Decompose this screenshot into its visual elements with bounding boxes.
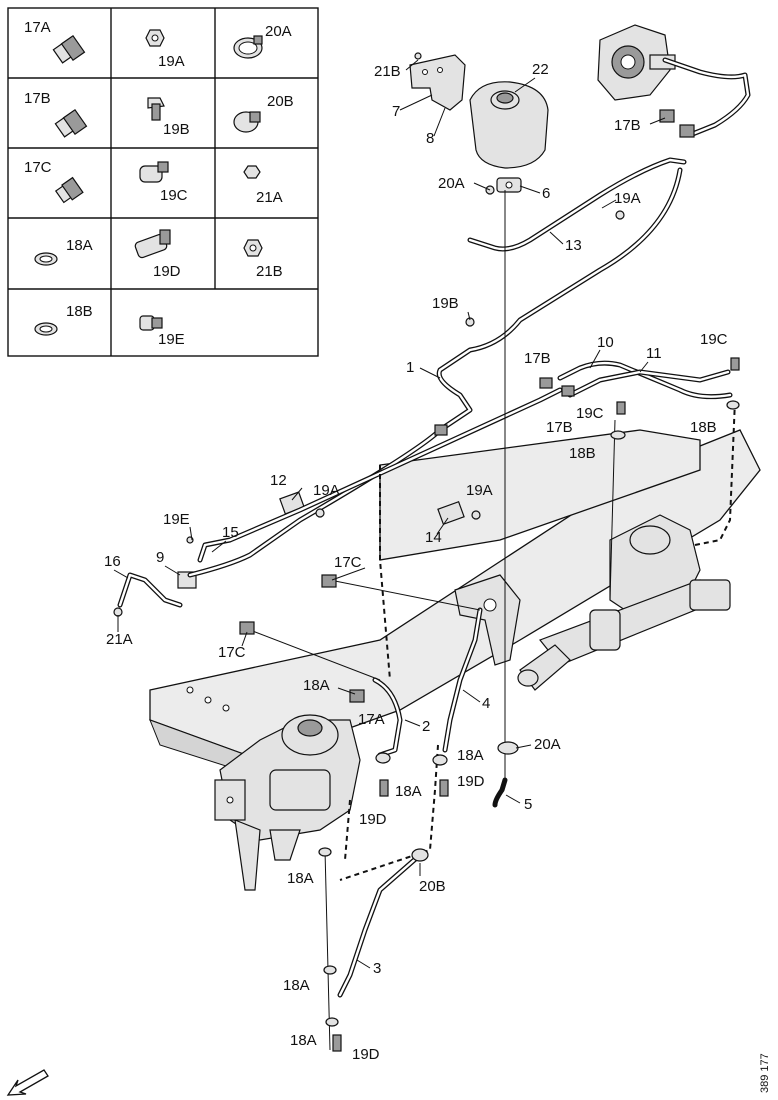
steering-gearbox (214, 714, 361, 891)
sealing-washer-icon (34, 322, 58, 336)
callout-label: 18A (303, 677, 330, 694)
legend-label: 19A (158, 53, 185, 70)
legend-label: 21A (256, 189, 283, 206)
callout-label: 10 (597, 334, 614, 351)
pipe-clamp (437, 500, 465, 526)
bolt-icon (139, 315, 163, 331)
callout-label: 4 (482, 695, 490, 712)
callout-label: 18B (569, 445, 596, 462)
reservoir-bracket (409, 54, 466, 111)
hose-clamp-icon (233, 111, 261, 133)
callout-label: 6 (542, 185, 550, 202)
nut-icon (243, 239, 263, 257)
callout-label: 17B (524, 350, 551, 367)
union-fitting-icon (54, 176, 84, 204)
legend-label: 20A (265, 23, 292, 40)
nut-icon (243, 165, 261, 179)
bolt-icon (147, 97, 165, 121)
hydraulic-pipes (117, 57, 751, 998)
callout-label: 18B (690, 419, 717, 436)
callout-label: 12 (270, 472, 287, 489)
callout-label: 18A (283, 977, 310, 994)
legend-label: 17B (24, 90, 51, 107)
callout-label: 18A (395, 783, 422, 800)
callout-label: 19A (313, 482, 340, 499)
legend-label: 19D (153, 263, 181, 280)
callout-label: 20B (419, 878, 446, 895)
callout-label: 17C (334, 554, 362, 571)
legend-label: 21B (256, 263, 283, 280)
callout-label: 1 (406, 359, 414, 376)
union-fitting-icon (54, 108, 88, 138)
rear-steering-assembly (517, 514, 731, 691)
pipe-fittings (113, 52, 740, 1052)
callout-label: 19D (457, 773, 485, 790)
legend-label: 18A (66, 237, 93, 254)
callout-label: 17B (614, 117, 641, 134)
callout-label: 19D (359, 811, 387, 828)
union-fitting-icon (52, 34, 86, 64)
callout-label: 8 (426, 130, 434, 147)
callout-label: 17C (218, 644, 246, 661)
banjo-fitting-icon (134, 229, 171, 259)
legend-label: 17A (24, 19, 51, 36)
callout-label: 13 (565, 237, 582, 254)
fluid-reservoir (469, 81, 549, 169)
figure-reference-number: 389 177 (759, 1053, 771, 1093)
legend-label: 19E (158, 331, 185, 348)
power-steering-pump (597, 24, 676, 101)
callout-label: 20A (534, 736, 561, 753)
callout-label: 3 (373, 960, 381, 977)
fastener-legend-table (7, 7, 319, 357)
callout-label: 11 (646, 345, 662, 362)
legend-label: 18B (66, 303, 93, 320)
callout-label: 18A (457, 747, 484, 764)
legend-labels: 17A 19A 20A 17B 19B 20B 17C 19C 21A 18A … (24, 19, 294, 348)
callout-label: 5 (524, 796, 532, 813)
leader-lines (113, 59, 666, 969)
callout-label: 19E (163, 511, 190, 528)
callout-label: 7 (392, 103, 400, 120)
banjo-bolt-icon (139, 161, 169, 183)
legend-label: 17C (24, 159, 52, 176)
connection-guide-lines (249, 190, 736, 1051)
legend-label: 19C (160, 187, 188, 204)
callout-label: 9 (156, 549, 164, 566)
callout-label: 19D (352, 1046, 380, 1063)
callout-label: 17B (546, 419, 573, 436)
callout-label: 19C (576, 405, 604, 422)
callout-label: 17A (358, 711, 385, 728)
callout-label: 22 (532, 61, 549, 78)
cylinder-bracket (454, 574, 521, 666)
callout-label: 15 (222, 524, 239, 541)
legend-icons (34, 29, 263, 336)
callout-label: 19C (700, 331, 728, 348)
hose-clamp-icon (233, 35, 263, 59)
callout-label: 21B (374, 63, 401, 80)
callout-label: 19A (614, 190, 641, 207)
callout-label: 18A (287, 870, 314, 887)
callout-label: 20A (438, 175, 465, 192)
callout-label: 16 (104, 553, 121, 570)
callout-label: 2 (422, 718, 430, 735)
orientation-arrow-icon (6, 1069, 49, 1096)
legend-label: 19B (163, 121, 190, 138)
sealing-washer-icon (34, 252, 58, 266)
hose-clip (496, 177, 522, 193)
callout-label: 19B (432, 295, 459, 312)
legend-label: 20B (267, 93, 294, 110)
nut-icon (145, 29, 165, 47)
callout-label: 18A (290, 1032, 317, 1049)
callout-label: 19A (466, 482, 493, 499)
callout-label: 21A (106, 631, 133, 648)
